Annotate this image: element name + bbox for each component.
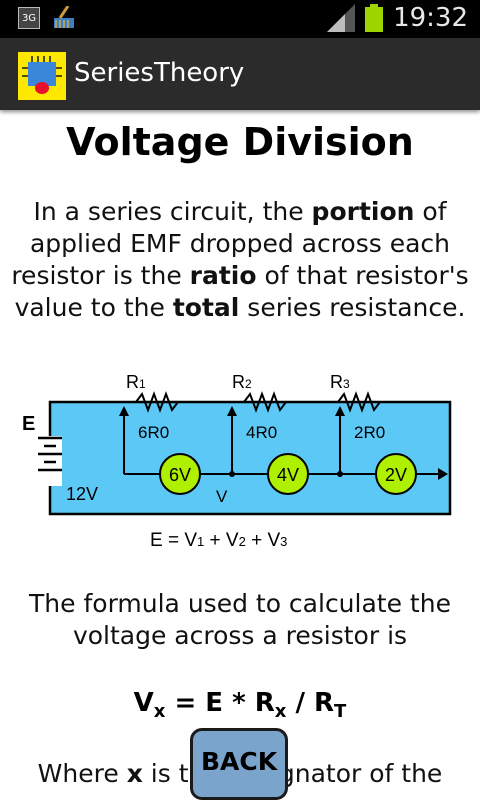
voltmeter-letter: V [216,487,228,506]
signal-strength-icon [327,4,356,32]
app-logo-icon[interactable] [18,52,66,100]
resistor-1-label: R [126,372,139,392]
intro-text: series resistance. [239,293,466,322]
intro-bold-ratio: ratio [189,261,257,290]
intro-bold-total: total [172,293,240,322]
intro-text: of applied EMF dropped across each resis… [11,197,451,290]
intro-text: In a series circuit, the [33,197,312,226]
formula-intro: The formula used to calculate the voltag… [29,589,451,650]
intro-bold-portion: portion [311,197,415,226]
resistor-2-value: 4R0 [246,423,277,442]
svg-text:R3: R3 [330,372,350,392]
clock: 19:32 [393,3,468,33]
meter-2-label: 4V [277,465,299,485]
voltage-formula: Vx = E * Rx / RT [133,688,347,723]
svg-text:R1: R1 [126,372,146,392]
intro-text: of that resistor's value to the [14,261,469,322]
resistor-2-sub: 2 [245,377,252,391]
source-label: E [22,413,35,435]
resistor-3-label: R [330,372,343,392]
resistor-1-sub: 1 [139,377,146,391]
page-title: Voltage Division [66,120,414,164]
broom-icon [54,6,74,28]
network-3g-icon: 3G [18,7,40,29]
resistor-1-value: 6R0 [138,423,169,442]
resistor-3-sub: 3 [343,377,350,391]
app-title: SeriesTheory [74,58,245,88]
meter-1-label: 6V [169,465,191,485]
resistor-2-label: R [232,372,245,392]
series-circuit-diagram: 6V 4V 2V E 12V 6R0 4R0 2R0 V R1 R2 R3 E … [22,372,452,551]
back-button[interactable]: BACK [190,728,288,800]
battery-icon [365,4,384,32]
resistor-3-value: 2R0 [354,423,385,442]
content-scroll[interactable]: Voltage Division In a series circuit, th… [0,110,480,800]
svg-text:R2: R2 [232,372,252,392]
source-voltage-label: 12V [66,484,98,504]
app-bar: SeriesTheory [0,38,480,110]
meter-3-label: 2V [385,465,407,485]
status-bar: 3G 19:32 [0,0,480,38]
circuit-equation: E = V1 + V2 + V3 [150,530,287,551]
intro-paragraph: In a series circuit, the portion of appl… [0,196,480,324]
